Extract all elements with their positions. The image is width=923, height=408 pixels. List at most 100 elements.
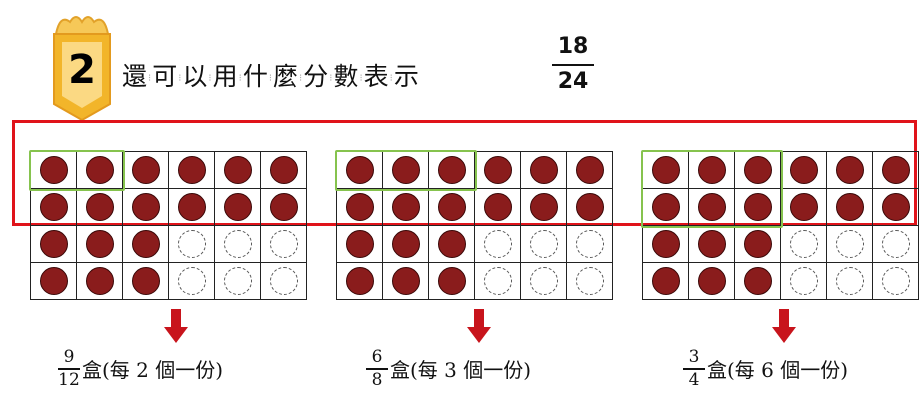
grid-cell xyxy=(337,263,383,300)
marble-filled xyxy=(881,193,910,221)
marble-empty xyxy=(529,267,558,295)
marble-filled xyxy=(131,193,160,221)
marble-filled xyxy=(85,193,114,221)
separator-dot: ⁝ xyxy=(329,72,333,84)
marble-filled xyxy=(651,156,680,184)
grid-cell xyxy=(123,189,169,226)
grid-cell xyxy=(827,189,873,226)
separator-dot: ⁝ xyxy=(208,72,212,84)
marble-filled xyxy=(575,193,604,221)
grid-cell xyxy=(261,226,307,263)
marble-filled xyxy=(269,193,298,221)
marble-empty xyxy=(835,267,864,295)
grid-cell xyxy=(689,263,735,300)
question-fraction: 18 24 xyxy=(552,34,594,95)
grid-cell xyxy=(643,226,689,263)
fraction-denominator: 24 xyxy=(557,69,589,94)
marble-filled xyxy=(881,156,910,184)
grid-cell xyxy=(215,263,261,300)
marble-filled xyxy=(345,156,374,184)
grid-cell xyxy=(77,263,123,300)
grid-cell xyxy=(873,226,919,263)
question-char: 用 xyxy=(212,62,238,91)
grid-cell xyxy=(337,152,383,189)
question-char: 表 xyxy=(363,62,389,91)
marble-filled xyxy=(529,193,558,221)
grid-cell xyxy=(643,263,689,300)
marble-filled xyxy=(223,193,252,221)
question-char: 分 xyxy=(303,62,329,91)
question-char: 示 xyxy=(393,62,419,91)
separator-dot: ⁝ xyxy=(148,72,152,84)
answer-label: 盒(每 3 個一份) xyxy=(390,358,532,383)
marble-filled xyxy=(437,193,466,221)
marble-filled xyxy=(575,156,604,184)
grid-cell xyxy=(383,226,429,263)
marble-empty xyxy=(529,230,558,258)
grid-cell xyxy=(873,263,919,300)
marble-filled xyxy=(743,156,772,184)
marble-filled xyxy=(177,156,206,184)
marble-filled xyxy=(85,156,114,184)
fraction-numerator: 3 xyxy=(688,347,700,367)
marble-filled xyxy=(483,193,512,221)
grid-cell xyxy=(475,226,521,263)
grid-cell xyxy=(643,189,689,226)
marble-filled xyxy=(85,267,114,295)
marble-filled xyxy=(391,267,420,295)
grid-cell xyxy=(521,226,567,263)
marble-empty xyxy=(835,230,864,258)
separator-dot: ⁝ xyxy=(268,72,273,84)
grid-cell xyxy=(383,152,429,189)
fraction-denominator: 4 xyxy=(688,369,700,390)
separator-dot: ⁝ xyxy=(389,72,393,84)
marble-filled xyxy=(697,193,726,221)
marble-filled xyxy=(743,267,772,295)
marble-filled xyxy=(39,267,68,295)
question-char: 以 xyxy=(182,62,208,91)
marble-filled xyxy=(483,156,512,184)
marble-filled xyxy=(437,267,466,295)
grid-cell xyxy=(475,189,521,226)
grid-cell xyxy=(735,263,781,300)
fraction-numerator: 9 xyxy=(63,347,75,367)
grid-cell xyxy=(521,152,567,189)
marble-filled xyxy=(345,230,374,258)
grid-cell xyxy=(337,226,383,263)
marble-filled xyxy=(223,156,252,184)
question-number: 2 xyxy=(68,47,96,93)
marble-grid xyxy=(30,151,307,300)
marble-filled xyxy=(391,230,420,258)
marble-filled xyxy=(697,267,726,295)
grid-cell xyxy=(781,152,827,189)
question-char: 麼 xyxy=(273,62,299,91)
marble-empty xyxy=(483,230,512,258)
question-char: 還 xyxy=(122,62,148,91)
fraction-bar xyxy=(58,368,80,370)
separator-dot: ⁝ xyxy=(178,72,182,84)
grid-cell xyxy=(827,152,873,189)
marble-filled xyxy=(437,230,466,258)
grid-cell xyxy=(77,226,123,263)
grid-cell xyxy=(521,263,567,300)
down-arrow-icon xyxy=(772,309,796,343)
grid-cell xyxy=(337,189,383,226)
grid-cell xyxy=(429,226,475,263)
grid-cell xyxy=(261,152,307,189)
grid-cell xyxy=(383,263,429,300)
marble-filled xyxy=(85,230,114,258)
question-text: 還⁝可⁝以⁝用⁝什⁝麼⁝分⁝數⁝表⁝示 xyxy=(122,60,419,96)
marble-filled xyxy=(391,156,420,184)
grid-cell xyxy=(689,226,735,263)
fraction-numerator: 6 xyxy=(371,347,383,367)
grid-cell xyxy=(215,226,261,263)
marble-filled xyxy=(177,193,206,221)
grid-cell xyxy=(123,263,169,300)
marble-empty xyxy=(177,230,206,258)
grid-cell xyxy=(169,263,215,300)
separator-dot: ⁝ xyxy=(359,72,363,84)
